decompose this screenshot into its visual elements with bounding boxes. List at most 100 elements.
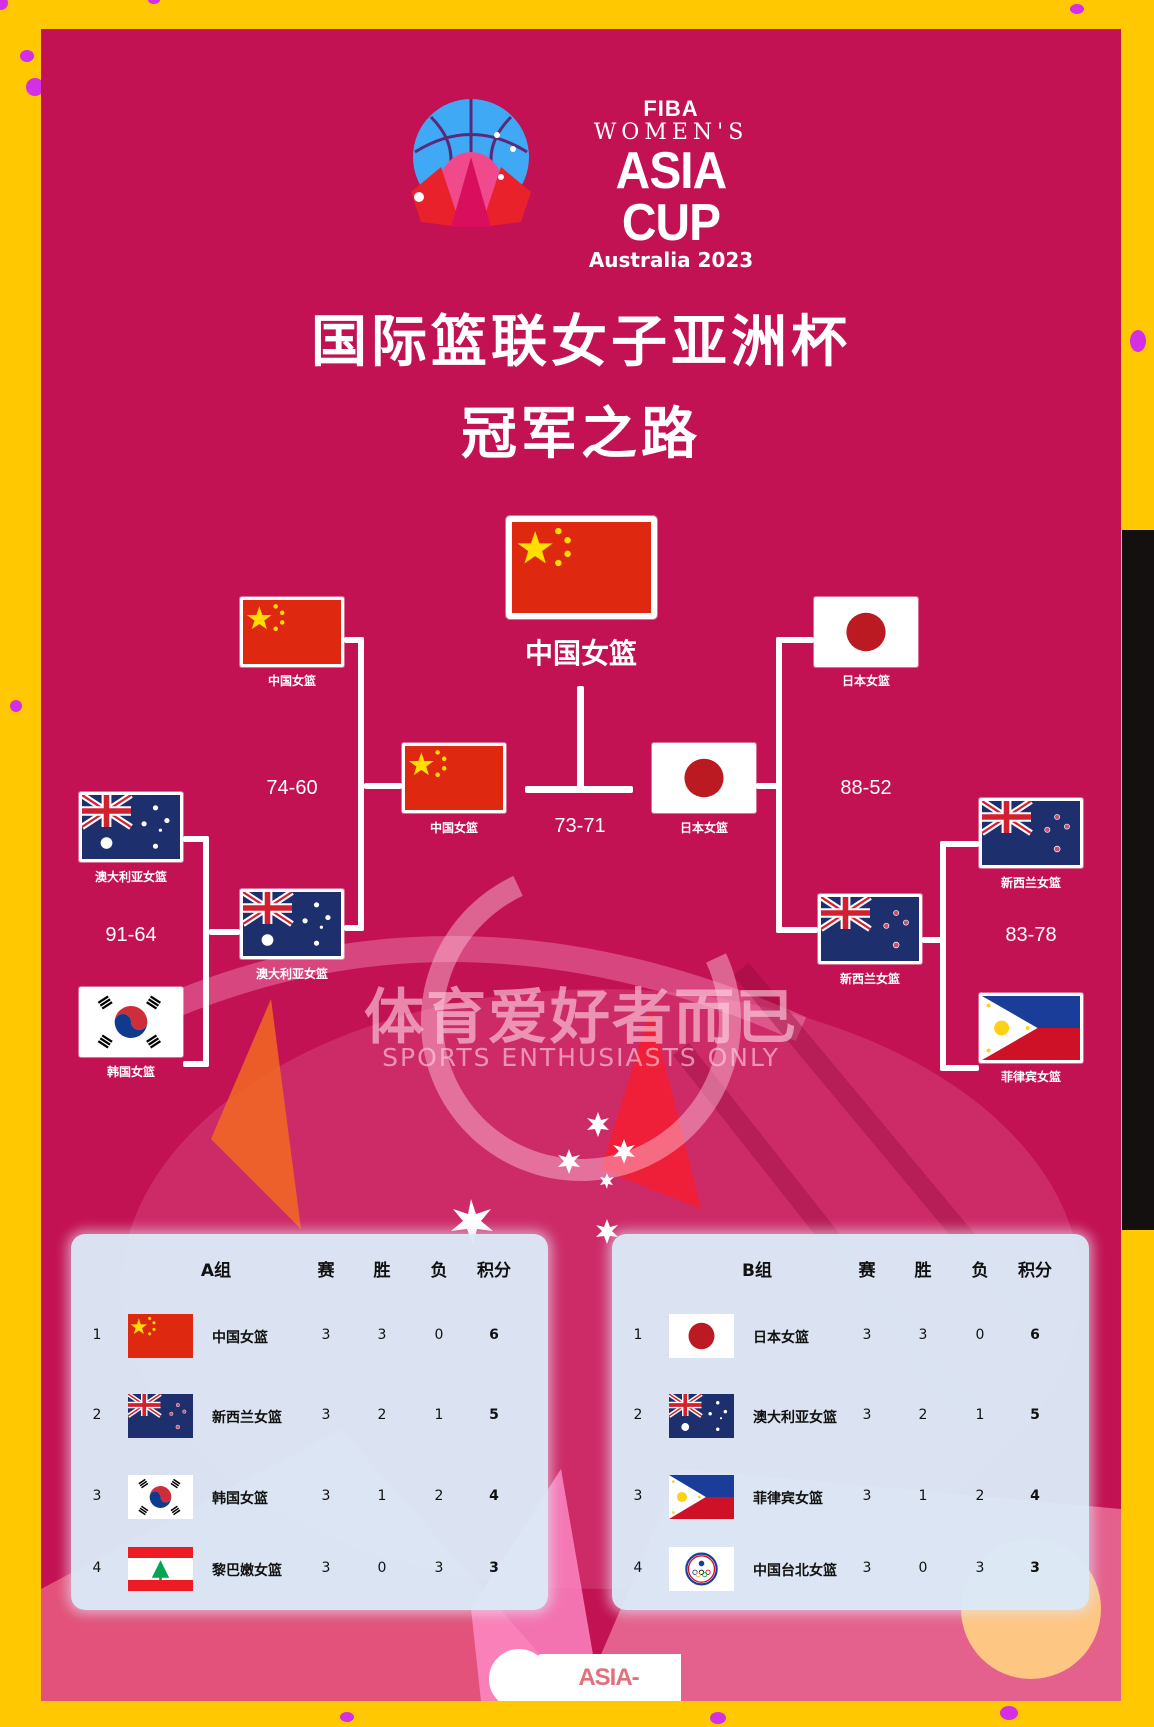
semi-left-score: 74-60 [266,777,318,799]
china-flag-icon [512,522,651,613]
semi-left-top-label: 中国女篮 [267,674,316,688]
background-edge [1122,530,1154,1230]
lost-cell: 2 [975,1488,985,1504]
group-title: A组 [200,1261,232,1281]
lost-cell: 2 [434,1488,444,1504]
bracket-line [940,841,946,1071]
rank-cell: 1 [633,1327,643,1343]
bracket-line [776,927,818,933]
won-cell: 2 [918,1407,928,1423]
japan-flag-icon [669,1314,734,1358]
new-zealand-flag-icon [128,1394,193,1438]
decorative-dot [20,50,34,62]
bracket-line [756,783,782,789]
page-title: 国际篮联女子亚洲杯 [311,310,851,375]
team-name-cell: 菲律宾女篮 [753,1491,823,1507]
semi-right-bottom-label: 新西兰女篮 [839,972,900,986]
bracket-line [358,637,364,931]
philippines-flag-icon [982,996,1080,1060]
fiba-label: FIBA [643,96,699,121]
final-left-flag [402,743,506,813]
decorative-dot [710,1712,726,1724]
champion-label: 中国女篮 [524,637,637,670]
bracket-line [209,929,240,935]
australia-flag-icon [243,892,341,956]
semi-right-bottom-flag [818,894,922,964]
rank-cell: 4 [92,1560,102,1576]
rank-cell: 3 [92,1488,102,1504]
points-cell: 5 [1030,1407,1040,1423]
points-cell: 6 [489,1327,499,1343]
won-cell: 3 [918,1327,928,1343]
rank-cell: 2 [633,1407,643,1423]
tournament-wordmark: FIBA WOMEN'S ASIA CUP Australia 2023 [571,96,771,272]
played-cell: 3 [862,1407,872,1423]
rank-cell: 4 [633,1560,643,1576]
asia-basket-logo: ASIA-BASKET [481,1649,681,1701]
team-flag [128,1547,193,1591]
china-flag-icon [128,1314,193,1358]
bracket-line [776,637,814,643]
bracket-line [940,1065,979,1071]
points-cell: 6 [1030,1327,1040,1343]
team-flag [669,1394,734,1438]
qf-left-top-flag [79,792,183,862]
won-cell: 3 [377,1327,387,1343]
qf-right-score: 83-78 [1005,924,1057,946]
column-header-points: 积分 [477,1261,511,1281]
china-flag-icon [243,600,341,664]
qf-left-bottom-label: 韩国女篮 [106,1065,155,1079]
qf-right-bottom-label: 菲律宾女篮 [1000,1070,1061,1084]
won-cell: 2 [377,1407,387,1423]
decorative-dot [26,78,44,96]
won-cell: 1 [377,1488,387,1504]
semi-left-bottom-flag [240,889,344,959]
bracket-line [344,637,364,643]
won-cell: 1 [918,1488,928,1504]
watermark-subtext: SPORTS ENTHUSIASTS ONLY [382,1043,780,1072]
team-name-cell: 日本女篮 [753,1330,809,1346]
final-right-label: 日本女篮 [679,821,728,835]
qf-left-score: 91-64 [105,924,157,946]
column-header-points: 积分 [1018,1261,1052,1281]
played-cell: 3 [321,1488,331,1504]
qf-right-top-flag [979,798,1083,868]
column-header-played: 赛 [317,1261,335,1281]
lebanon-flag-icon [128,1547,193,1591]
watermark-text: 体育爱好者而已 [364,983,798,1053]
played-cell: 3 [321,1327,331,1343]
semi-left-bottom-label: 澳大利亚女篮 [255,967,328,981]
team-flag [128,1475,193,1519]
location-year-label: Australia 2023 [588,248,754,272]
china-flag-icon [405,746,503,810]
final-score: 73-71 [554,815,606,837]
team-flag [669,1314,734,1358]
decorative-dot [1070,4,1084,14]
rank-cell: 1 [92,1327,102,1343]
poster-panel: FIBA WOMEN'S ASIA CUP Australia 2023 国际篮… [41,29,1121,1701]
points-cell: 4 [489,1488,499,1504]
decorative-dot [10,700,22,712]
team-name-cell: 中国台北女篮 [753,1563,837,1579]
bracket-line [525,786,633,793]
decorative-dot [1000,1706,1018,1720]
bracket-line [203,836,209,1067]
brand-label: ASIA-BASKET [536,1654,681,1701]
column-header-played: 赛 [858,1261,876,1281]
decorative-dot [148,0,160,4]
played-cell: 3 [321,1560,331,1576]
lost-cell: 3 [975,1560,985,1576]
champion-flag [506,516,657,619]
qf-right-bottom-flag [979,993,1083,1063]
bracket-line [940,841,979,847]
final-right-flag [652,743,756,813]
won-cell: 0 [918,1560,928,1576]
group-title: B组 [742,1261,772,1281]
japan-flag-icon [817,600,915,664]
team-flag [128,1394,193,1438]
